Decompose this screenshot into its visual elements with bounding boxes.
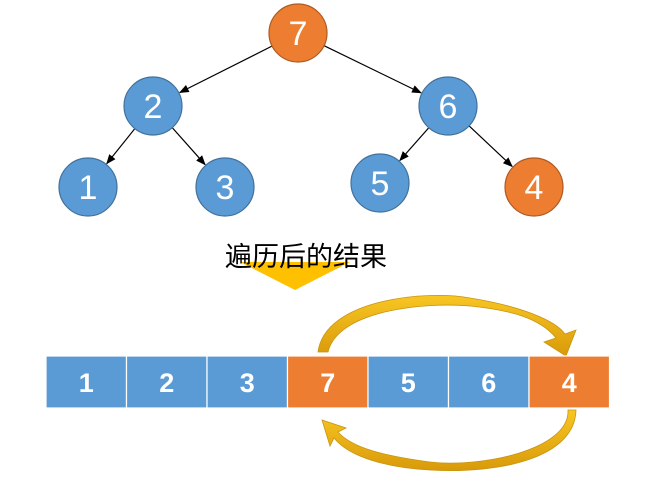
swap-arrow-bottom-icon	[321, 409, 577, 471]
tree-node-4: 4	[504, 157, 564, 217]
array-cell-4: 5	[367, 355, 450, 409]
array-cell-box	[125, 355, 208, 409]
tree-nodes: 7 2 6 1 3 5 4	[58, 3, 564, 217]
array-cell-1: 2	[125, 355, 208, 409]
tree-node-label: 5	[371, 165, 390, 203]
array-cell-box	[206, 355, 289, 409]
tree-edge-n2-n1	[106, 126, 137, 165]
array-cell-label: 1	[79, 368, 94, 398]
array-cell-label: 3	[240, 368, 255, 398]
tree-node-6: 6	[418, 76, 478, 136]
tree-edge-n2-n3	[170, 125, 206, 166]
tree-edge-n6-n4	[467, 124, 513, 168]
swap-arrow-top-icon	[317, 294, 577, 357]
tree-edges	[106, 44, 513, 168]
tree-node-circle	[58, 157, 118, 217]
array-cell-3: 7	[286, 355, 369, 409]
tree-node-1: 1	[58, 157, 118, 217]
array-cell-label: 7	[320, 368, 335, 398]
array-cell-label: 4	[562, 368, 577, 398]
tree-node-circle	[350, 153, 410, 213]
tree-edge-n7-n2	[178, 44, 275, 94]
result-array: 1 2 3 7 5 6 4	[45, 355, 611, 409]
array-cell-box	[447, 355, 530, 409]
tree-node-2: 2	[123, 76, 183, 136]
array-cell-box	[286, 355, 369, 409]
array-cell-2: 3	[206, 355, 289, 409]
tree-node-circle	[268, 3, 328, 63]
tree-node-5: 5	[350, 153, 410, 213]
tree-node-circle	[195, 157, 255, 217]
tree-node-circle	[123, 76, 183, 136]
array-cell-box	[45, 355, 128, 409]
tree-node-label: 6	[439, 88, 458, 126]
tree-edge-n6-n5	[399, 125, 431, 162]
tree-node-label: 1	[79, 169, 98, 207]
tree-node-label: 7	[289, 15, 308, 53]
array-cell-label: 6	[481, 368, 496, 398]
array-cell-6: 4	[528, 355, 611, 409]
tree-node-circle	[418, 76, 478, 136]
caption-label: 遍历后的结果	[225, 242, 387, 273]
array-cell-label: 2	[159, 368, 174, 398]
array-cell-label: 5	[401, 368, 416, 398]
array-cell-5: 6	[447, 355, 530, 409]
down-arrow-icon	[240, 262, 350, 290]
tree-node-7: 7	[268, 3, 328, 63]
array-cell-0: 1	[45, 355, 128, 409]
tree-node-label: 4	[525, 169, 544, 207]
tree-edge-n7-n6	[322, 44, 422, 94]
tree-node-label: 3	[216, 169, 235, 207]
array-cell-box	[528, 355, 611, 409]
tree-node-label: 2	[144, 88, 163, 126]
array-cell-box	[367, 355, 450, 409]
tree-node-3: 3	[195, 157, 255, 217]
tree-node-circle	[504, 157, 564, 217]
